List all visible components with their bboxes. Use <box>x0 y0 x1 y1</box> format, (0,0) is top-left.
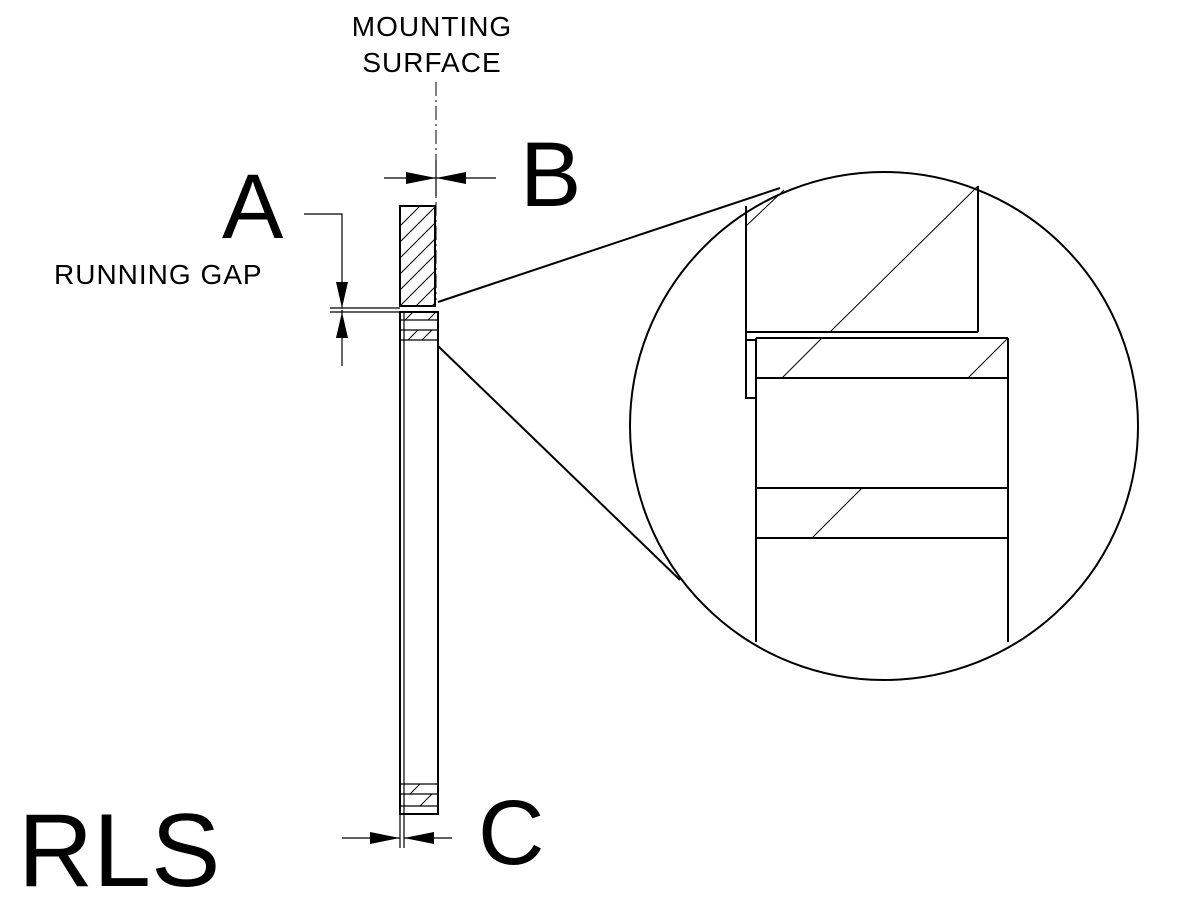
model-label: RLS <box>18 793 220 900</box>
dimension-c <box>342 814 452 848</box>
stationary-ring-section <box>399 205 436 307</box>
dimension-c-label: C <box>478 782 544 884</box>
detail-leader-upper <box>437 187 781 303</box>
dimension-a-label: A <box>222 156 284 258</box>
dimension-b-label: B <box>520 124 581 226</box>
mounting-surface-label-line2: SURFACE <box>362 47 501 78</box>
running-gap-label: RUNNING GAP <box>54 259 263 290</box>
dimension-a <box>304 213 400 366</box>
detail-leader-lower <box>437 345 681 581</box>
dimension-b <box>384 160 496 196</box>
rotating-seal-ring <box>399 311 439 815</box>
mounting-surface-label-line1: MOUNTING <box>352 11 512 42</box>
detail-magnified-view <box>629 171 1139 681</box>
